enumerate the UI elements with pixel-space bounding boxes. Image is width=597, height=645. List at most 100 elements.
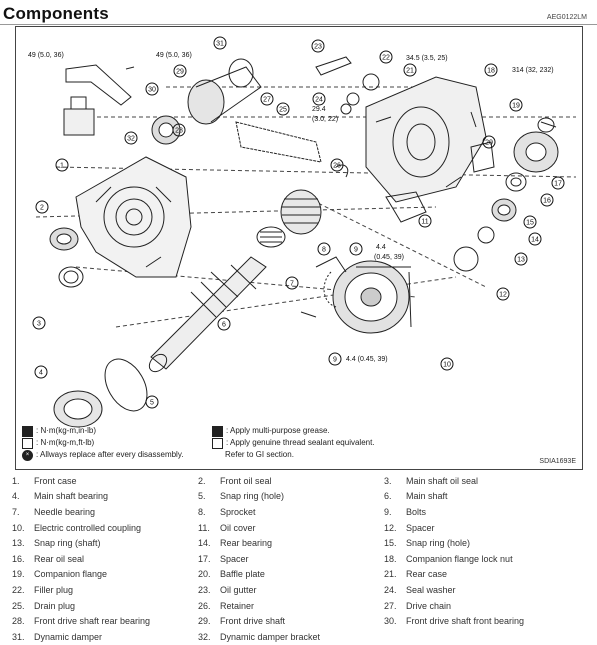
part-entry: 18.Companion flange lock nut (384, 554, 570, 564)
svg-text:28: 28 (175, 128, 183, 135)
torque-label-3: 34.5 (3.5, 25) (406, 55, 448, 62)
replace-icon: × (22, 449, 33, 461)
part-entry: 25.Drain plug (12, 601, 198, 611)
part-number: 3. (384, 475, 392, 486)
svg-text:31: 31 (216, 41, 224, 48)
svg-text:5: 5 (150, 400, 154, 407)
svg-text:14: 14 (531, 237, 539, 244)
svg-text:10: 10 (443, 362, 451, 369)
svg-text:7: 7 (290, 281, 294, 288)
part-name: Snap ring (hole) (406, 538, 471, 549)
part-name: Rear oil seal (34, 553, 85, 564)
part-name: Oil gutter (220, 584, 257, 595)
torque-label-5: 29.4 (312, 106, 326, 113)
svg-text:29: 29 (176, 69, 184, 76)
legend-always-replace: : Allways replace after every disassembl… (36, 450, 184, 459)
torque-label-4: 314 (32, 232) (512, 67, 554, 74)
part-number: 31. (12, 631, 25, 642)
part-name: Oil cover (220, 522, 256, 533)
part-number: 19. (12, 569, 25, 580)
part-name: Spacer (220, 553, 249, 564)
exploded-diagram-drawing: 1 2 3 4 5 6 7 8 9 9 10 11 12 13 14 15 16… (28, 36, 577, 428)
part-entry: 28. Front drive shaft rear bearing (12, 616, 198, 626)
legend-sealant: : Apply genuine thread sealant equivalen… (226, 438, 375, 447)
svg-text:9: 9 (333, 357, 337, 364)
part-number: 24. (384, 584, 397, 595)
part-number: 30. (384, 616, 397, 627)
part-name: Dynamic damper bracket (220, 631, 321, 642)
svg-text:4: 4 (39, 370, 43, 377)
legend-torque-ftlb: : N·m(kg-m,ft-lb) (36, 438, 95, 447)
part-name: Front oil seal (220, 475, 272, 486)
part-number: 28. (12, 616, 25, 627)
svg-text:27: 27 (263, 97, 271, 104)
part-entry: 22.Filler plug (12, 585, 198, 595)
part-number: 1. (12, 475, 20, 486)
part-entry: 8.Sprocket (198, 507, 384, 517)
svg-text:8: 8 (322, 247, 326, 254)
torque-label-7: 4.4 (376, 244, 386, 251)
part-name: Needle bearing (34, 506, 96, 517)
part-entry: 2.Front oil seal (198, 476, 384, 486)
part-name: Rear case (406, 569, 448, 580)
part-name: Rear bearing (220, 538, 273, 549)
part-name: Companion flange lock nut (406, 553, 513, 564)
svg-text:21: 21 (406, 68, 414, 75)
svg-text:11: 11 (421, 219, 428, 226)
part-number: 4. (12, 491, 20, 502)
torque-label-1: 49 (5.0, 36) (28, 52, 64, 59)
part-entry: 29.Front drive shaft (198, 616, 384, 626)
svg-text:6: 6 (222, 322, 226, 329)
svg-text:15: 15 (526, 220, 534, 227)
sealant-icon (212, 437, 223, 449)
legend-materials: : Apply multi-purpose grease. : Apply ge… (212, 425, 375, 461)
part-name: Snap ring (shaft) (34, 538, 101, 549)
title-underline (0, 24, 597, 25)
part-number: 10. (12, 522, 25, 533)
legend-symbols: : N·m(kg-m,in-lb) : N·m(kg-m,ft-lb) ×: A… (22, 425, 183, 461)
part-entry: 27.Drive chain (384, 601, 570, 611)
svg-text:19: 19 (512, 103, 520, 110)
part-name: Seal washer (406, 584, 456, 595)
part-number: 16. (12, 553, 25, 564)
parts-row: 28. Front drive shaft rear bearing 29.Fron… (12, 613, 592, 629)
part-entry: 12.Spacer (384, 523, 570, 533)
torque-label-6: (3.0, 22) (312, 116, 338, 123)
part-name: Spacer (406, 522, 435, 533)
part-number: 5. (198, 491, 206, 502)
part-name: Retainer (220, 600, 255, 611)
part-entry: 3.Main shaft oil seal (384, 476, 570, 486)
figure-code-top: AEG0122LM (546, 14, 587, 21)
exploded-diagram: 1 2 3 4 5 6 7 8 9 9 10 11 12 13 14 15 16… (15, 26, 583, 470)
svg-text:20: 20 (485, 140, 493, 147)
svg-text:2: 2 (40, 205, 44, 212)
part-name: Snap ring (hole) (220, 491, 285, 502)
part-name: Bolts (406, 506, 427, 517)
part-name: Filler plug (34, 584, 74, 595)
part-entry: 26.Retainer (198, 601, 384, 611)
part-number: 25. (12, 600, 25, 611)
part-name: Front drive shaft rear bearing (34, 616, 151, 627)
svg-text:1: 1 (60, 163, 64, 170)
part-number: 14. (198, 538, 211, 549)
part-entry: 9.Bolts (384, 507, 570, 517)
svg-text:12: 12 (499, 292, 507, 299)
part-number: 15. (384, 538, 397, 549)
torque-label-2: 49 (5.0, 36) (156, 52, 192, 59)
part-number: 7. (12, 506, 20, 517)
part-number: 8. (198, 506, 206, 517)
part-name: Main shaft bearing (34, 491, 109, 502)
part-number: 21. (384, 569, 397, 580)
svg-text:30: 30 (148, 87, 156, 94)
svg-text:3: 3 (37, 321, 41, 328)
part-entry: 23.Oil gutter (198, 585, 384, 595)
part-entry: 32.Dynamic damper bracket (198, 632, 384, 642)
